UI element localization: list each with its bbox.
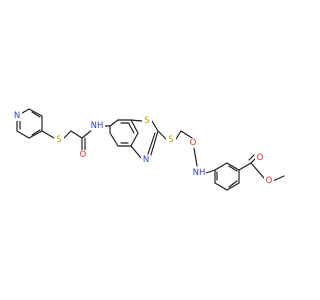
atom-label-n-pyridine: N [14, 111, 20, 121]
bond-line [250, 162, 265, 179]
atom-nh-amide-left: NH [91, 121, 105, 131]
atom-o-ester-methoxy: O [264, 176, 274, 186]
bond-line [157, 130, 167, 140]
bond-line [41, 130, 55, 139]
bond-line [193, 147, 198, 167]
atom-label-s-pyridyl-thio: S [56, 135, 61, 145]
bond-line [147, 132, 156, 155]
bond-line [226, 162, 240, 171]
bond-line [180, 130, 193, 139]
bond-line [214, 162, 228, 171]
bond-line [81, 129, 93, 139]
molecule-structure-diagram: N S O NH S N S O [12, 108, 285, 191]
bond-line [28, 108, 43, 117]
atom-o-ester-carbonyl: O [255, 153, 265, 163]
atom-s-thioether-right: S [166, 135, 176, 145]
bond-line [238, 162, 252, 171]
atom-label-nh-amide-right: NH [193, 168, 206, 178]
atom-o-amide-left: O [78, 150, 88, 160]
bond-line [31, 129, 41, 136]
bond-line [228, 165, 238, 172]
bond-lines [16, 108, 285, 191]
bond-line [128, 123, 135, 134]
atom-label-s-thioether-right: S [168, 135, 173, 145]
atom-label-o-ester-carbonyl: O [257, 153, 264, 163]
atom-labels: N S O NH S N S O [12, 111, 274, 186]
atom-label-o-amide-left: O [80, 150, 87, 160]
bond-line [175, 130, 182, 140]
atom-label-o-amide-right: O [190, 138, 197, 148]
bond-line [31, 111, 41, 118]
bond-line [205, 169, 216, 174]
atom-nh-amide-right: NH [192, 168, 206, 178]
bond-line [28, 130, 43, 139]
bond-line [109, 119, 119, 127]
bond-line [149, 130, 159, 159]
bond-line [248, 154, 255, 161]
atom-s-thiazole: S [142, 116, 152, 126]
atom-n-pyridine: N [12, 111, 22, 121]
bond-line [130, 119, 139, 134]
atom-s-pyridyl-thio: S [54, 135, 64, 145]
bond-line [16, 130, 30, 139]
bond-line [228, 180, 238, 188]
bond-line [109, 132, 119, 147]
bond-line [130, 132, 139, 147]
bond-line [130, 145, 142, 159]
atom-label-nh-amide-left: NH [91, 121, 104, 131]
bond-line [272, 175, 285, 182]
bond-line [226, 182, 240, 191]
atom-label-o-ester-methoxy: O [266, 176, 273, 186]
bond-line [214, 182, 228, 191]
bond-line [63, 130, 72, 139]
bond-line [70, 130, 83, 139]
bond-line [130, 119, 143, 122]
atom-n-thiazole: N [141, 155, 151, 165]
bond-line [151, 120, 159, 132]
atom-label-s-thiazole: S [144, 116, 149, 126]
atom-label-n-thiazole: N [143, 155, 149, 165]
atom-o-amide-right: O [188, 138, 198, 148]
